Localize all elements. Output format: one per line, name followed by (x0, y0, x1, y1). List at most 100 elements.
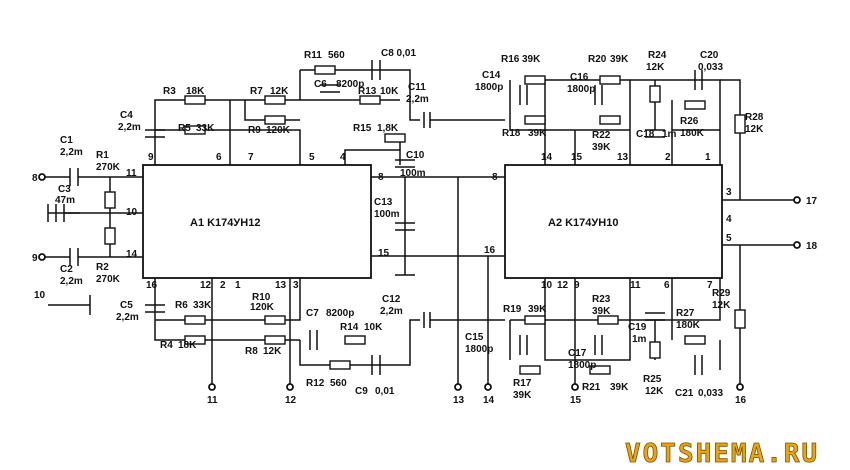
terminal-11 (208, 383, 216, 391)
svg-text:C21: C21 (675, 388, 694, 399)
svg-text:6: 6 (216, 152, 222, 163)
svg-text:270K: 270K (96, 274, 121, 285)
svg-text:1: 1 (235, 280, 241, 291)
svg-text:2: 2 (665, 152, 671, 163)
svg-text:A1 K174УН12: A1 K174УН12 (190, 217, 260, 229)
svg-text:11: 11 (207, 395, 218, 406)
svg-text:47m: 47m (55, 195, 75, 206)
svg-text:R22: R22 (592, 130, 611, 141)
svg-text:17: 17 (806, 196, 818, 207)
svg-text:15: 15 (571, 152, 583, 163)
svg-text:R8: R8 (245, 346, 258, 357)
svg-text:R9: R9 (248, 125, 261, 136)
svg-text:39K: 39K (610, 54, 629, 65)
svg-text:12: 12 (557, 280, 569, 291)
svg-text:13: 13 (617, 152, 629, 163)
svg-text:C4: C4 (120, 110, 133, 121)
capacitor-c20 (694, 70, 703, 90)
svg-text:C6: C6 (314, 79, 327, 90)
resistor-r17 (519, 365, 541, 375)
svg-text:180K: 180K (680, 128, 705, 139)
capacitor-c14 (519, 85, 528, 105)
svg-text:120K: 120K (266, 125, 291, 136)
resistor-r9 (264, 115, 286, 125)
svg-text:39K: 39K (592, 142, 611, 153)
resistor-r10 (264, 315, 286, 325)
svg-text:R3: R3 (163, 86, 176, 97)
svg-text:560: 560 (328, 50, 345, 61)
svg-text:C11: C11 (408, 82, 426, 93)
svg-text:C9: C9 (355, 386, 368, 397)
svg-text:R6: R6 (175, 300, 188, 311)
capacitor-c18 (645, 129, 665, 138)
svg-text:180K: 180K (676, 320, 701, 331)
watermark: VOTSHEMA.RU (625, 439, 819, 469)
svg-text:C20: C20 (700, 50, 719, 61)
svg-text:R26: R26 (680, 116, 699, 127)
resistor-r25 (649, 341, 661, 359)
svg-text:2,2m: 2,2m (380, 306, 403, 317)
svg-text:33K: 33K (196, 123, 215, 134)
ic-a2: A2 K174УН10 (504, 164, 723, 279)
svg-text:R4: R4 (160, 340, 173, 351)
svg-text:39K: 39K (522, 54, 541, 65)
svg-text:R2: R2 (96, 262, 109, 273)
capacitor-c13 (395, 222, 415, 231)
svg-text:270K: 270K (96, 162, 121, 173)
svg-text:8200p: 8200p (336, 79, 364, 90)
terminal-17 (793, 196, 801, 204)
a1-pin-numbers: 11 10 14 9 6 7 5 4 8 15 16 12 2 1 13 3 (126, 152, 390, 291)
capacitor-c15 (519, 335, 528, 355)
svg-text:2,2m: 2,2m (406, 94, 429, 105)
svg-text:11: 11 (126, 168, 137, 179)
svg-text:6: 6 (664, 280, 670, 291)
capacitor-c9 (371, 355, 381, 375)
svg-text:39K: 39K (513, 390, 532, 401)
svg-text:4: 4 (340, 152, 346, 163)
svg-text:18K: 18K (178, 340, 197, 351)
svg-text:R16: R16 (501, 54, 520, 65)
svg-text:C17: C17 (568, 348, 587, 359)
svg-text:C19: C19 (628, 322, 647, 333)
svg-text:12K: 12K (712, 300, 731, 311)
resistor-r28 (734, 114, 746, 134)
resistor-r8 (264, 335, 286, 345)
svg-text:39K: 39K (528, 304, 547, 315)
svg-text:1: 1 (705, 152, 711, 163)
svg-text:12K: 12K (270, 86, 289, 97)
resistor-r5 (184, 125, 206, 135)
svg-text:12K: 12K (745, 124, 764, 135)
svg-text:R12: R12 (306, 378, 325, 389)
ic-a1: A1 K174УН12 (142, 164, 372, 279)
svg-text:1800p: 1800p (465, 344, 493, 355)
resistor-r3 (184, 95, 206, 105)
resistor-r6 (184, 315, 206, 325)
svg-text:4: 4 (726, 214, 732, 225)
svg-text:R28: R28 (745, 112, 764, 123)
svg-text:1,8K: 1,8K (377, 123, 399, 134)
svg-text:33K: 33K (193, 300, 212, 311)
terminal-13 (454, 383, 462, 391)
svg-text:C1: C1 (60, 135, 73, 146)
svg-text:100m: 100m (400, 168, 426, 179)
resistor-r23 (597, 315, 619, 325)
capacitor-c6 (320, 84, 340, 93)
wiring-a2 (509, 79, 795, 385)
svg-text:15: 15 (378, 248, 390, 259)
svg-text:R20: R20 (588, 54, 607, 65)
svg-text:R29: R29 (712, 288, 731, 299)
svg-text:R23: R23 (592, 294, 611, 305)
svg-text:2,2m: 2,2m (60, 276, 83, 287)
svg-text:2,2m: 2,2m (116, 312, 139, 323)
svg-text:100m: 100m (374, 209, 400, 220)
capacitors (145, 60, 703, 375)
svg-text:10: 10 (541, 280, 553, 291)
svg-text:C14: C14 (482, 70, 501, 81)
resistor-r14 (344, 335, 366, 345)
svg-text:A2 K174УН10: A2 K174УН10 (548, 217, 618, 229)
svg-text:0,01: 0,01 (375, 386, 395, 397)
resistor-r4 (184, 335, 206, 345)
terminal-8 (38, 173, 46, 181)
svg-text:10: 10 (34, 290, 46, 301)
svg-text:R14: R14 (340, 322, 359, 333)
